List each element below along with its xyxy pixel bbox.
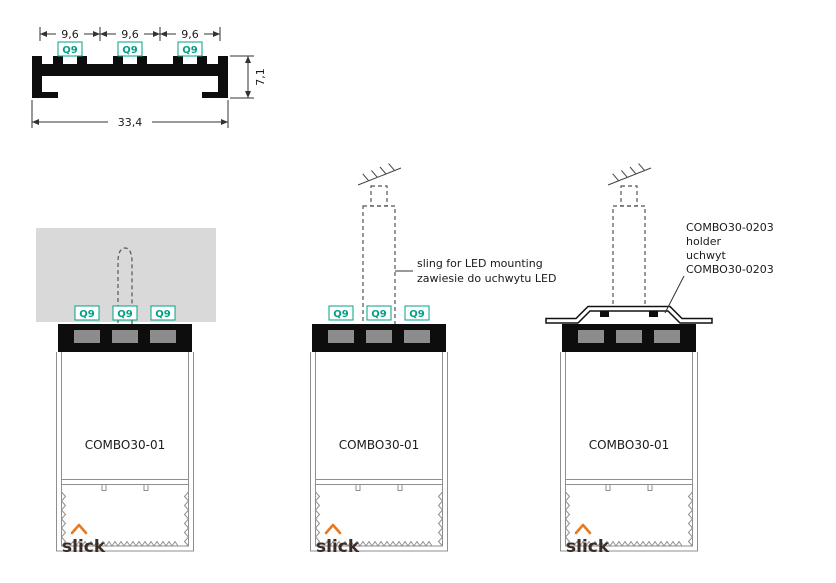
svg-text:Q9: Q9 bbox=[122, 45, 138, 56]
ceiling-hatch-mark bbox=[607, 163, 652, 186]
view-holder-mount: COMBO30-01 COMBO30-0203 holder uchwyt CO… bbox=[545, 163, 774, 557]
view-sling-mount: Q9 Q9 Q9 COMBO30-01 sling for LED mounti… bbox=[310, 163, 556, 557]
dimension-slot-pitch-1: 9,6 bbox=[39, 27, 101, 41]
slick-logo: slick bbox=[316, 523, 360, 557]
sling-neck-dashed bbox=[620, 185, 638, 207]
slick-logo: slick bbox=[62, 523, 106, 557]
view-ceiling-mount: Q9 Q9 Q9 COMBO30-01 slick bbox=[36, 228, 216, 557]
q9-label: Q9 bbox=[366, 305, 392, 321]
sling-neck-dashed bbox=[370, 185, 388, 207]
svg-text:Q9: Q9 bbox=[155, 309, 171, 320]
svg-text:Q9: Q9 bbox=[333, 309, 349, 320]
profile-label: COMBO30-01 bbox=[339, 438, 420, 452]
svg-text:Q9: Q9 bbox=[62, 45, 78, 56]
q9-label: Q9 bbox=[177, 41, 203, 57]
anchor-pin-dashed bbox=[117, 247, 133, 330]
q9-label: Q9 bbox=[74, 305, 100, 321]
dim-width-label: 33,4 bbox=[118, 116, 143, 129]
logo-text: slick bbox=[316, 537, 360, 557]
dim-slot-3-label: 9,6 bbox=[181, 28, 199, 41]
logo-text: slick bbox=[62, 537, 106, 557]
logo-arrow-icon bbox=[324, 523, 342, 535]
q9-label: Q9 bbox=[112, 305, 138, 321]
sling-body-dashed bbox=[612, 205, 646, 308]
mount-profile bbox=[58, 324, 192, 352]
dimension-slot-pitch-3: 9,6 bbox=[160, 27, 221, 41]
q9-label: Q9 bbox=[328, 305, 354, 321]
cross-section-profile bbox=[32, 56, 228, 98]
dimension-profile-height: 7,1 bbox=[230, 55, 267, 99]
logo-text: slick bbox=[566, 537, 610, 557]
holder-bracket bbox=[545, 305, 713, 324]
cross-section-drawing: 9,6 9,6 9,6 7,1 33,4 Q9 bbox=[31, 27, 267, 129]
q9-label: Q9 bbox=[404, 305, 430, 321]
dim-height-label: 7,1 bbox=[254, 68, 267, 86]
slick-logo: slick bbox=[566, 523, 610, 557]
holder-annotation-line1: COMBO30-0203 bbox=[686, 221, 774, 234]
dimension-slot-pitch-2: 9,6 bbox=[100, 27, 161, 41]
annotation-leader bbox=[664, 275, 685, 314]
svg-text:Q9: Q9 bbox=[371, 309, 387, 320]
sling-annotation-line1: sling for LED mounting bbox=[417, 257, 543, 270]
holder-clip bbox=[649, 311, 658, 317]
svg-text:Q9: Q9 bbox=[182, 45, 198, 56]
holder-annotation-line2: holder bbox=[686, 235, 722, 248]
profile-label: COMBO30-01 bbox=[589, 438, 670, 452]
svg-text:Q9: Q9 bbox=[409, 309, 425, 320]
mount-profile bbox=[312, 324, 446, 352]
logo-arrow-icon bbox=[70, 523, 88, 535]
profile-label: COMBO30-01 bbox=[85, 438, 166, 452]
svg-text:Q9: Q9 bbox=[117, 309, 133, 320]
holder-clip bbox=[600, 311, 609, 317]
holder-annotation-line4: COMBO30-0203 bbox=[686, 263, 774, 276]
q9-label: Q9 bbox=[57, 41, 83, 57]
sling-annotation-line2: zawiesie do uchwytu LED bbox=[417, 272, 556, 285]
dimension-profile-width: 33,4 bbox=[31, 100, 229, 129]
svg-text:Q9: Q9 bbox=[79, 309, 95, 320]
holder-annotation-line3: uchwyt bbox=[686, 249, 726, 262]
q9-label: Q9 bbox=[150, 305, 176, 321]
ceiling-hatch-mark bbox=[357, 163, 402, 186]
dim-slot-2-label: 9,6 bbox=[121, 28, 139, 41]
mount-profile bbox=[562, 324, 696, 352]
logo-arrow-icon bbox=[574, 523, 592, 535]
dim-slot-1-label: 9,6 bbox=[61, 28, 79, 41]
q9-label: Q9 bbox=[117, 41, 143, 57]
